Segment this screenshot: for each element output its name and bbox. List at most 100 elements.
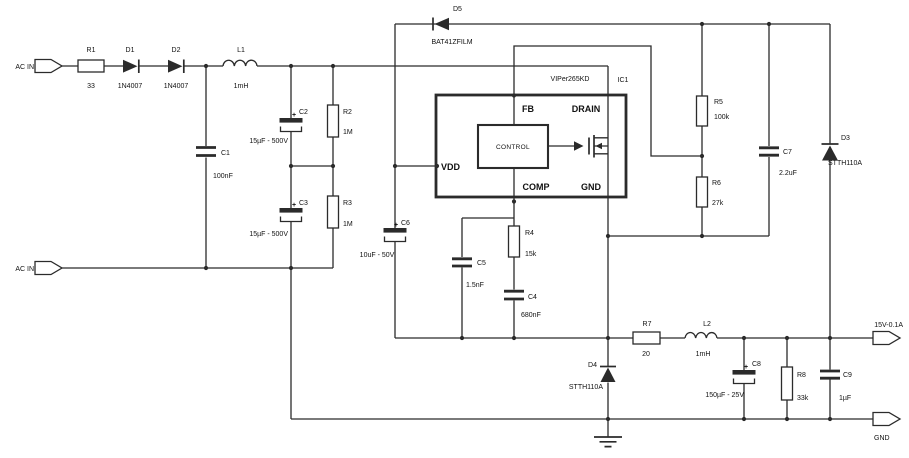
diode-D2: D2 1N4007 — [164, 47, 189, 90]
ref-D3: D3 — [841, 135, 850, 142]
value-R3: 1M — [343, 221, 353, 228]
value-D3: STTH110A — [828, 160, 862, 167]
polarity-C2: + — [292, 112, 296, 119]
capacitor-C2: + C2 15µF - 500V — [249, 109, 308, 145]
ref-D1: D1 — [126, 47, 135, 54]
pin-label-comp: COMP — [523, 182, 550, 192]
positive-plate — [732, 370, 756, 375]
plates — [196, 146, 216, 157]
value-R1: 33 — [87, 83, 95, 90]
value-D5: BAT41ZFILM — [431, 39, 472, 46]
ref-R2: R2 — [343, 109, 352, 116]
resistor-body — [77, 59, 105, 73]
value-C9: 1µF — [839, 395, 851, 402]
value-D1: 1N4007 — [118, 83, 143, 90]
junction-dots — [203, 21, 833, 422]
value-D4: STTH110A — [569, 384, 603, 391]
control-block: CONTROL — [476, 123, 550, 170]
ref-D5: D5 — [453, 6, 462, 13]
ic-viper265kd: VIPer265KD IC1 FB DRAIN VDD COMP GND CON… — [434, 76, 629, 199]
gate-drive-arrow — [574, 141, 584, 151]
resistor-body — [507, 225, 521, 258]
coil — [684, 331, 718, 339]
connector-ac-in-bottom: AC IN — [15, 260, 64, 276]
negative-plate — [279, 216, 303, 223]
inductor-L2: L2 1mH — [684, 321, 718, 358]
value-C1: 100nF — [213, 173, 233, 180]
flag-shape — [872, 411, 902, 427]
value-R6: 27k — [712, 200, 724, 207]
pin-label-drain: DRAIN — [572, 104, 601, 114]
port-label-ac-in-top: AC IN — [15, 64, 34, 71]
resistor-R6: R6 27k — [695, 176, 724, 208]
resistor-body — [632, 331, 661, 345]
value-L1: 1mH — [234, 83, 249, 90]
capacitor-C1: C1 100nF — [196, 146, 233, 180]
ref-D4: D4 — [588, 362, 597, 369]
anode-triangle — [168, 59, 183, 73]
capacitor-C3: + C3 15µF - 500V — [249, 200, 308, 238]
diode-D1: D1 1N4007 — [118, 47, 143, 90]
plates — [820, 369, 840, 380]
value-L2: 1mH — [696, 351, 711, 358]
connector-output-pos: 15V-0.1A — [872, 322, 903, 346]
resistor-R1: R1 33 — [77, 47, 105, 90]
wire-net — [62, 23, 873, 437]
resistor-R3: R3 1M — [326, 195, 353, 229]
flag-shape — [34, 260, 64, 276]
ic-body — [434, 93, 628, 199]
resistor-body — [326, 195, 340, 229]
coil — [222, 59, 258, 67]
capacitor-C8: + C8 150µF - 25V — [705, 361, 761, 399]
diode-D3: D3 STTH110A — [821, 135, 862, 167]
pin-label-fb: FB — [522, 104, 534, 114]
plates — [759, 146, 779, 157]
negative-plate — [732, 378, 756, 385]
value-C4: 680nF — [521, 312, 541, 319]
positive-plate — [383, 228, 407, 233]
polarity-C8: + — [744, 364, 748, 371]
resistor-body — [695, 95, 709, 127]
ref-R7: R7 — [643, 321, 652, 328]
inductor-L1: L1 1mH — [222, 47, 258, 90]
port-label-ac-in-bottom: AC IN — [15, 266, 34, 273]
capacitor-C5: C5 1.5nF — [452, 257, 486, 289]
resistor-R7: R7 20 — [632, 321, 661, 358]
ref-D2: D2 — [172, 47, 181, 54]
resistor-body — [780, 366, 794, 401]
anode-triangle — [123, 59, 138, 73]
ref-R8: R8 — [797, 372, 806, 379]
resistor-body — [326, 104, 340, 138]
ic-ref: IC1 — [618, 77, 629, 84]
resistor-R2: R2 1M — [326, 104, 353, 138]
value-C5: 1.5nF — [466, 282, 484, 289]
value-C3: 15µF - 500V — [249, 231, 288, 238]
value-R2: 1M — [343, 129, 353, 136]
resistor-R4: R4 15k — [507, 225, 537, 258]
pin-label-gnd: GND — [581, 182, 602, 192]
value-C2: 15µF - 500V — [249, 138, 288, 145]
flag-shape — [34, 58, 64, 74]
capacitor-C7: C7 2.2uF — [759, 146, 797, 177]
anode-triangle — [434, 17, 449, 31]
ref-R6: R6 — [712, 180, 721, 187]
value-C8: 150µF - 25V — [705, 392, 744, 399]
plates — [452, 257, 472, 268]
ref-R5: R5 — [714, 99, 723, 106]
negative-plate — [279, 126, 303, 133]
earth-ground-symbol — [594, 436, 622, 448]
ref-C5: C5 — [477, 260, 486, 267]
ref-L2: L2 — [703, 321, 711, 328]
wires — [62, 23, 873, 437]
value-R7: 20 — [642, 351, 650, 358]
ic-part-number: VIPer265KD — [551, 76, 590, 83]
resistor-body — [695, 176, 709, 208]
ref-C8: C8 — [752, 361, 761, 368]
diode-D4: D4 STTH110A — [569, 362, 616, 391]
value-D2: 1N4007 — [164, 83, 189, 90]
ref-C4: C4 — [528, 294, 537, 301]
pin-label-vdd: VDD — [441, 162, 461, 172]
negative-plate — [383, 236, 407, 243]
